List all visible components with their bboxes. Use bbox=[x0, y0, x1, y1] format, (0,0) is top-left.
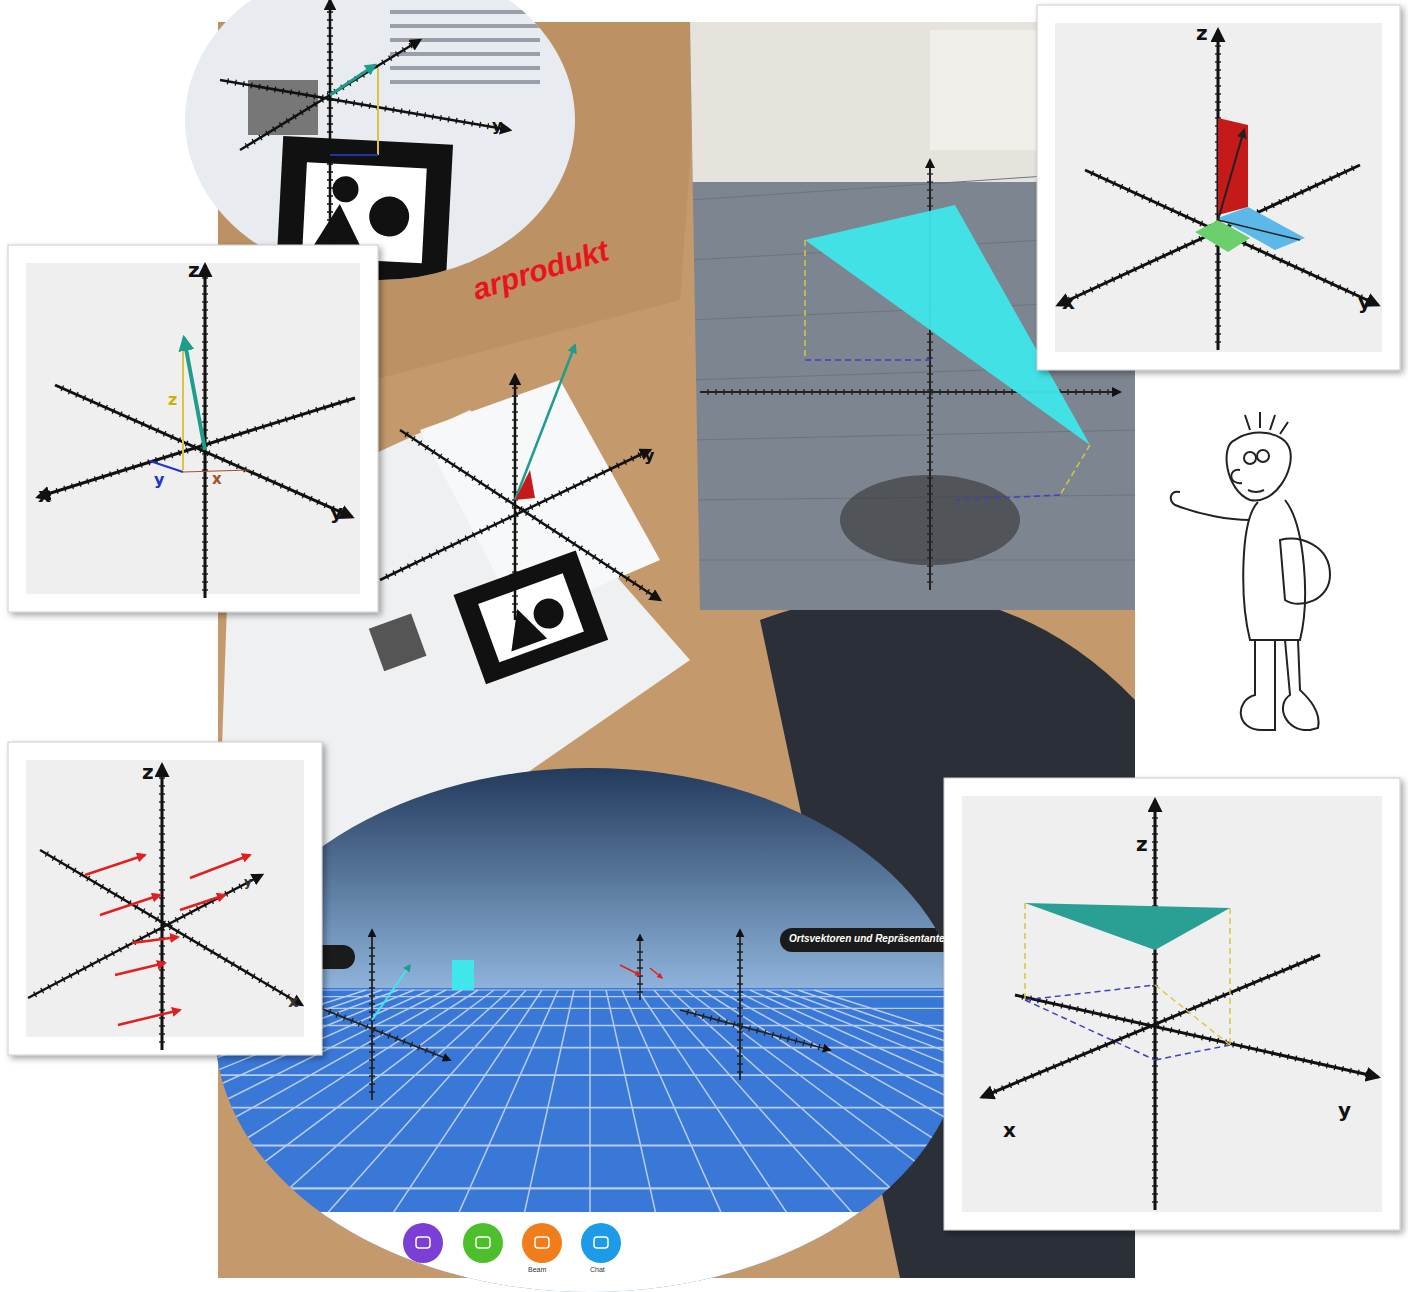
inset-panel bbox=[8, 245, 378, 612]
axis-label: z bbox=[1196, 23, 1208, 43]
axis-label: z bbox=[142, 762, 154, 782]
component-label: y bbox=[154, 472, 164, 488]
axis-label: z bbox=[168, 392, 177, 408]
axis-label: x bbox=[38, 485, 51, 505]
axis-label: y bbox=[644, 448, 654, 464]
axis-label: y bbox=[492, 118, 502, 134]
axis-label: x bbox=[288, 994, 298, 1010]
component-label: x bbox=[212, 472, 222, 487]
inset-panel bbox=[944, 778, 1400, 1230]
button-label: Beam bbox=[528, 1266, 546, 1273]
inset-panel bbox=[8, 742, 322, 1055]
cartoon-figure bbox=[1171, 412, 1330, 730]
button-label: Chat bbox=[590, 1266, 605, 1273]
axis-label: y bbox=[244, 876, 252, 888]
axis-label: y bbox=[1358, 292, 1371, 312]
axis-label: y bbox=[1338, 1100, 1351, 1120]
axis-label: x bbox=[1062, 292, 1075, 312]
axis-label: z bbox=[1136, 834, 1148, 854]
scene-badge: Ortsvektoren und Repräsentanten bbox=[789, 934, 951, 944]
axis-label: y bbox=[330, 502, 343, 522]
inset-panel bbox=[1037, 5, 1400, 370]
axis-label: x bbox=[1003, 1120, 1016, 1140]
axis-label: z bbox=[188, 260, 200, 280]
